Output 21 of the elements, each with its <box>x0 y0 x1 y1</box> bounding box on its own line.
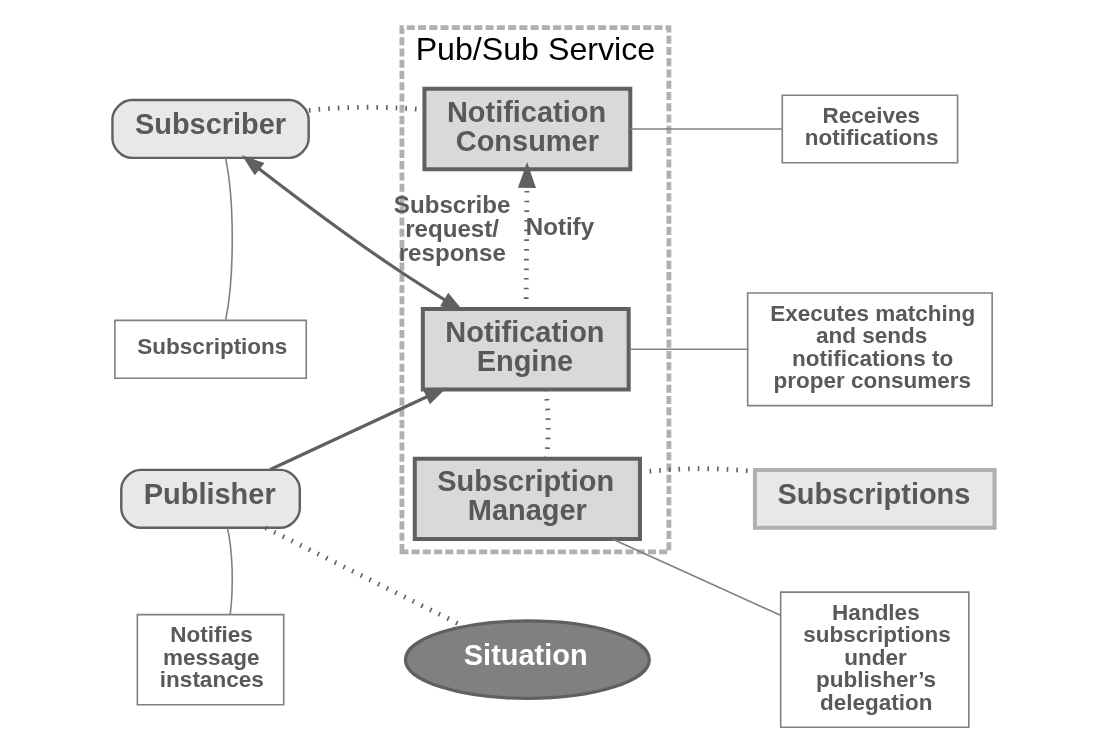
connector <box>224 157 234 321</box>
edge-label: Subscribe request/ response <box>393 190 511 266</box>
connector <box>628 348 749 351</box>
arrow <box>241 155 464 312</box>
node-box: Subscription Manager <box>412 456 642 542</box>
node-box: Subscriptions <box>114 319 308 380</box>
arrow <box>269 387 447 472</box>
node-box: Subscriber <box>111 98 310 160</box>
node-box: Executes matching and sends notifications to proper consumers <box>746 292 993 407</box>
node-box: Notification Engine <box>420 307 631 392</box>
connector <box>226 527 234 616</box>
connector <box>543 389 551 459</box>
node-box: Publisher <box>120 468 301 529</box>
node-box: Handles subscriptions under publisher’s delegation <box>779 591 970 729</box>
node-box: Notification Consumer <box>422 86 633 172</box>
edge-label: Notify <box>525 213 595 241</box>
connector <box>629 128 783 130</box>
node-box: Receives notifications <box>781 94 959 164</box>
node-box: Subscriptions <box>752 467 997 530</box>
node-box: Notifies message instances <box>136 613 285 706</box>
node-ellipse: Situation <box>403 619 651 700</box>
